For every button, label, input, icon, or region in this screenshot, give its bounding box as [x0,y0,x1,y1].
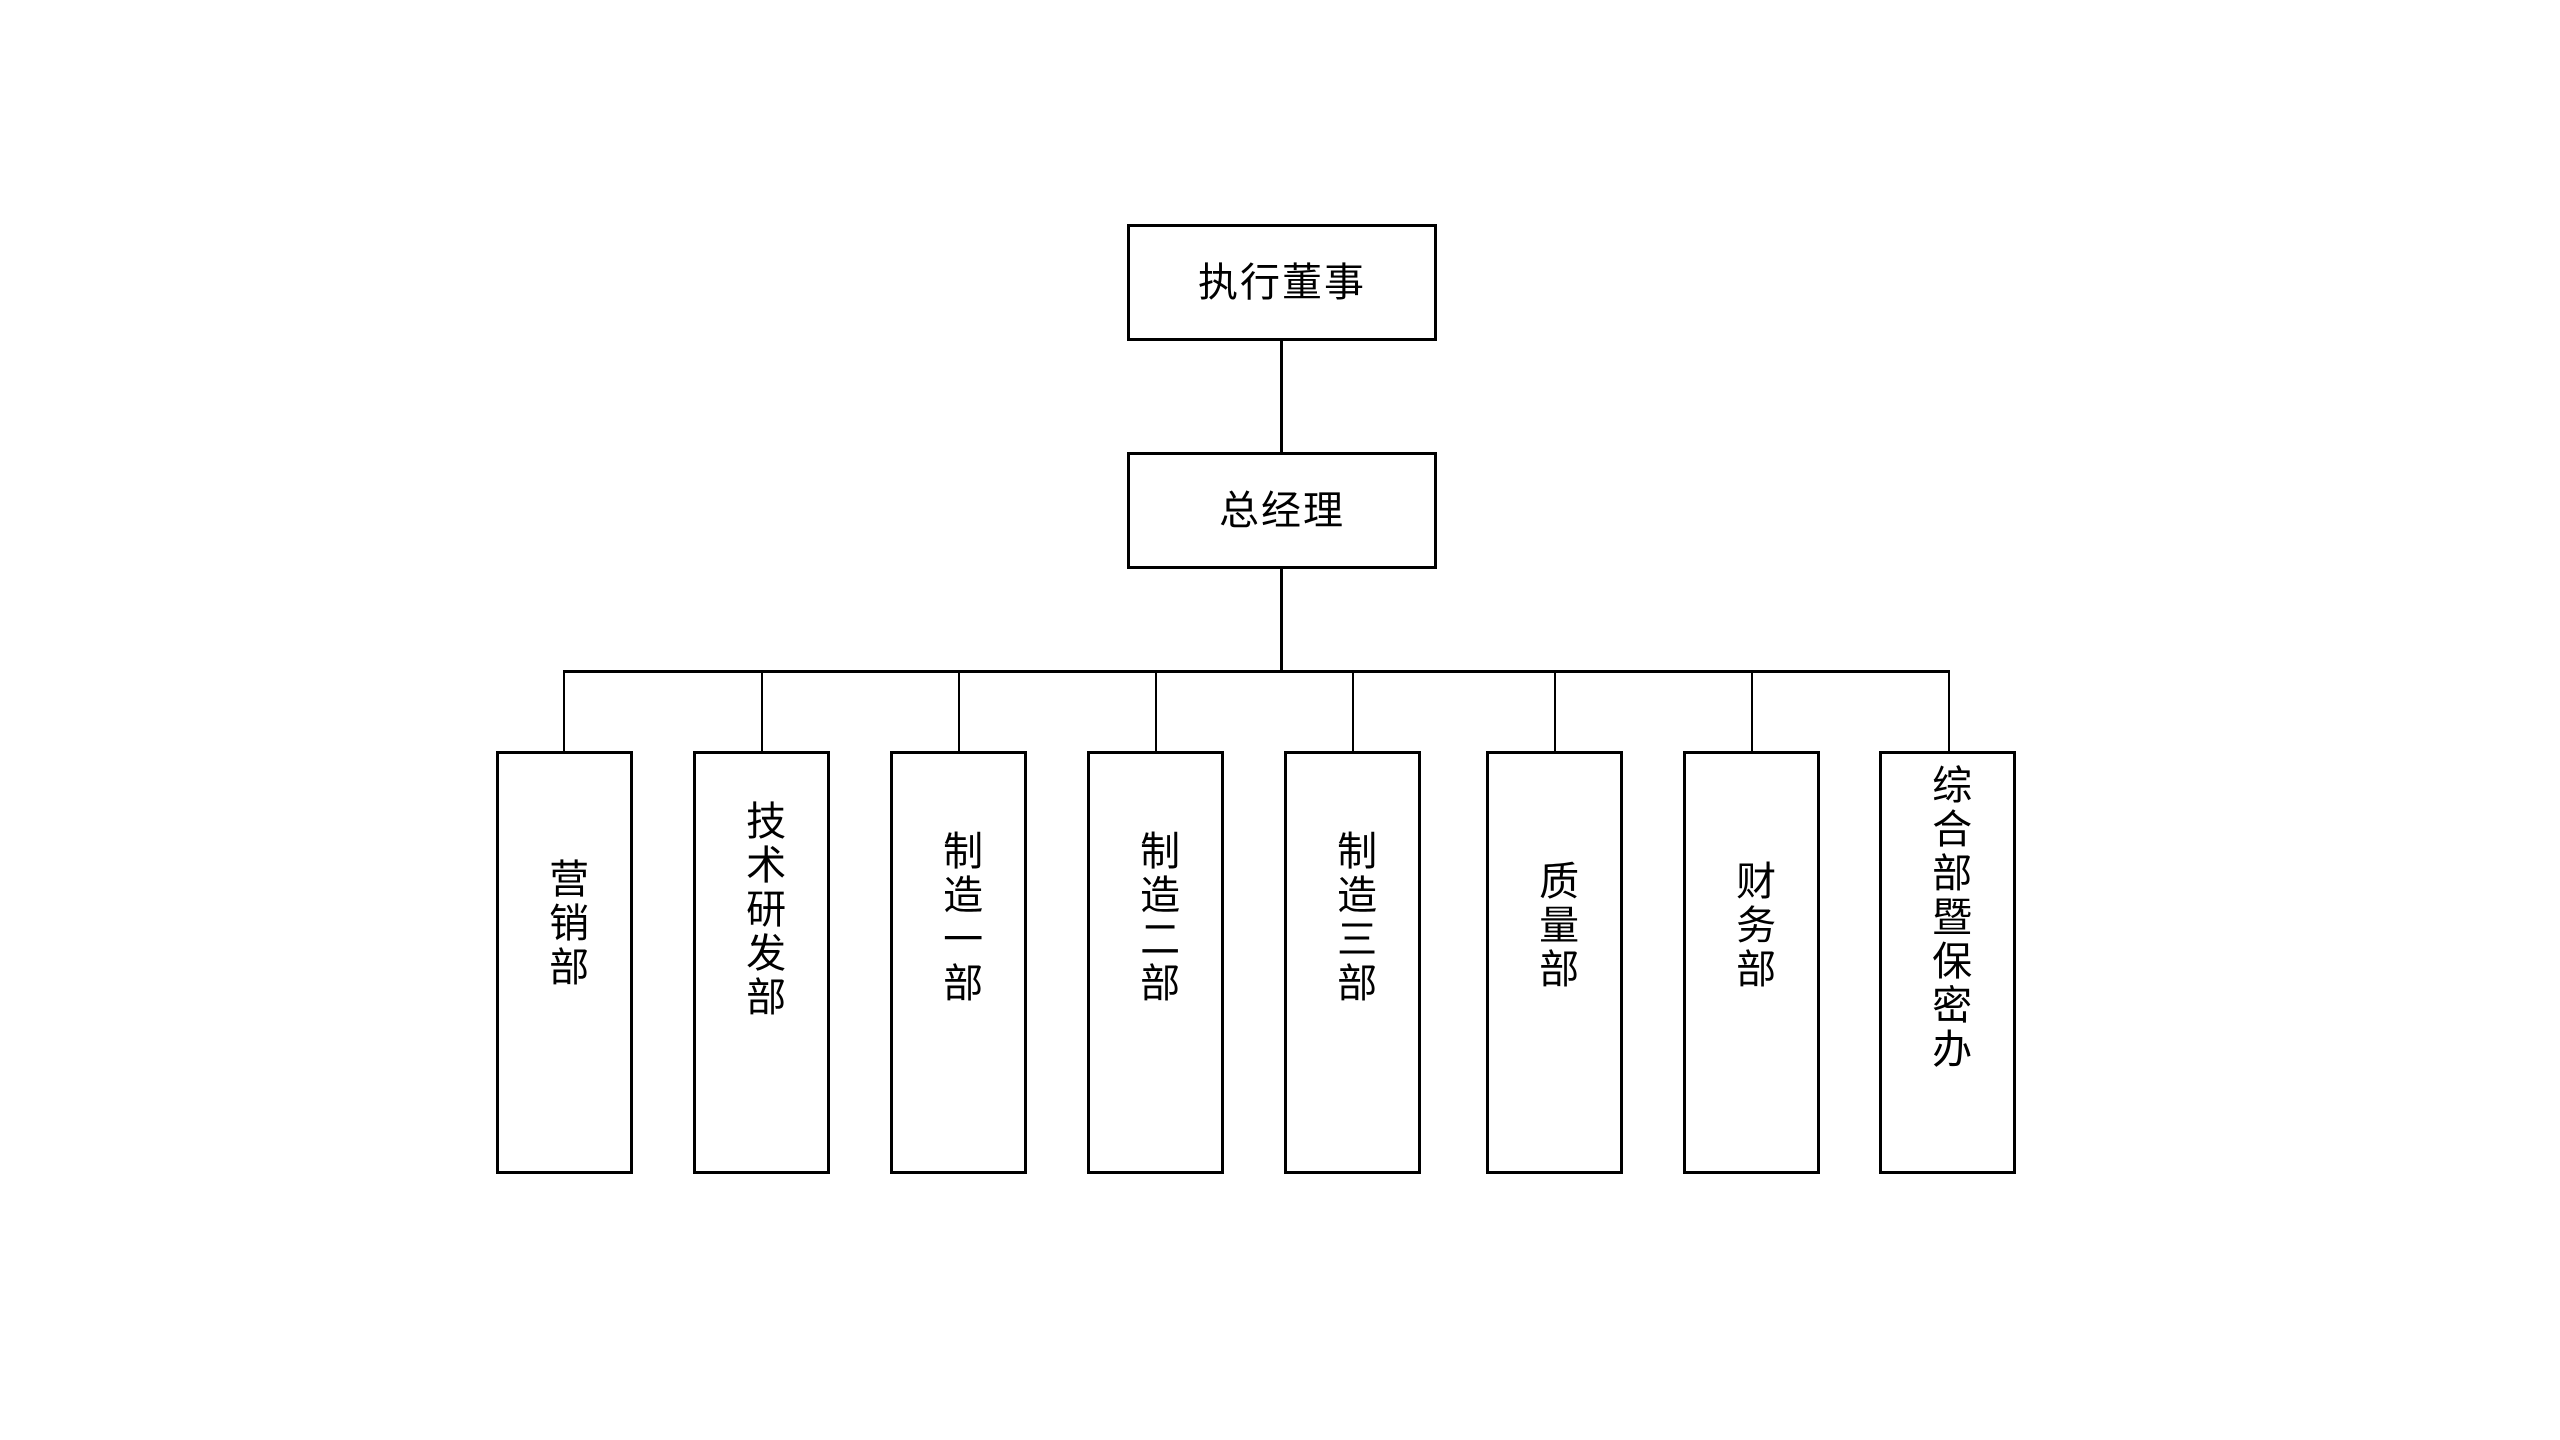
node-department-manufacturing-2-label: 制造二部 [1134,830,1179,1006]
connector-drop-dept-3 [1155,671,1157,752]
node-department-finance[interactable]: 财务部 [1683,751,1820,1174]
connector-drop-dept-7 [1948,671,1950,752]
node-department-quality-label: 质量部 [1533,860,1578,992]
node-department-tech-rnd-label: 技术研发部 [740,800,785,1020]
node-general-manager-label: 总经理 [1219,488,1345,533]
connector-department-bus [563,670,1950,673]
node-department-manufacturing-2[interactable]: 制造二部 [1087,751,1224,1174]
node-department-manufacturing-3[interactable]: 制造三部 [1284,751,1421,1174]
node-department-marketing-label: 营销部 [543,858,588,990]
connector-drop-dept-6 [1751,671,1753,752]
node-general-manager[interactable]: 总经理 [1127,452,1437,569]
node-executive-director-label: 执行董事 [1198,260,1366,305]
connector-director-to-manager [1280,341,1283,453]
node-department-manufacturing-3-label: 制造三部 [1331,830,1376,1006]
node-department-finance-label: 财务部 [1730,860,1775,992]
connector-drop-dept-1 [761,671,763,752]
node-department-marketing[interactable]: 营销部 [496,751,633,1174]
node-department-manufacturing-1[interactable]: 制造一部 [890,751,1027,1174]
node-department-manufacturing-1-label: 制造一部 [937,830,982,1006]
connector-drop-dept-0 [563,671,565,752]
node-department-general-affairs[interactable]: 综合部暨保密办 [1879,751,2016,1174]
node-department-quality[interactable]: 质量部 [1486,751,1623,1174]
node-department-tech-rnd[interactable]: 技术研发部 [693,751,830,1174]
connector-drop-dept-2 [958,671,960,752]
connector-drop-dept-4 [1352,671,1354,752]
node-executive-director[interactable]: 执行董事 [1127,224,1437,341]
connector-drop-dept-5 [1554,671,1556,752]
connector-manager-to-bus [1280,569,1283,672]
node-department-general-affairs-label: 综合部暨保密办 [1926,764,1971,1072]
